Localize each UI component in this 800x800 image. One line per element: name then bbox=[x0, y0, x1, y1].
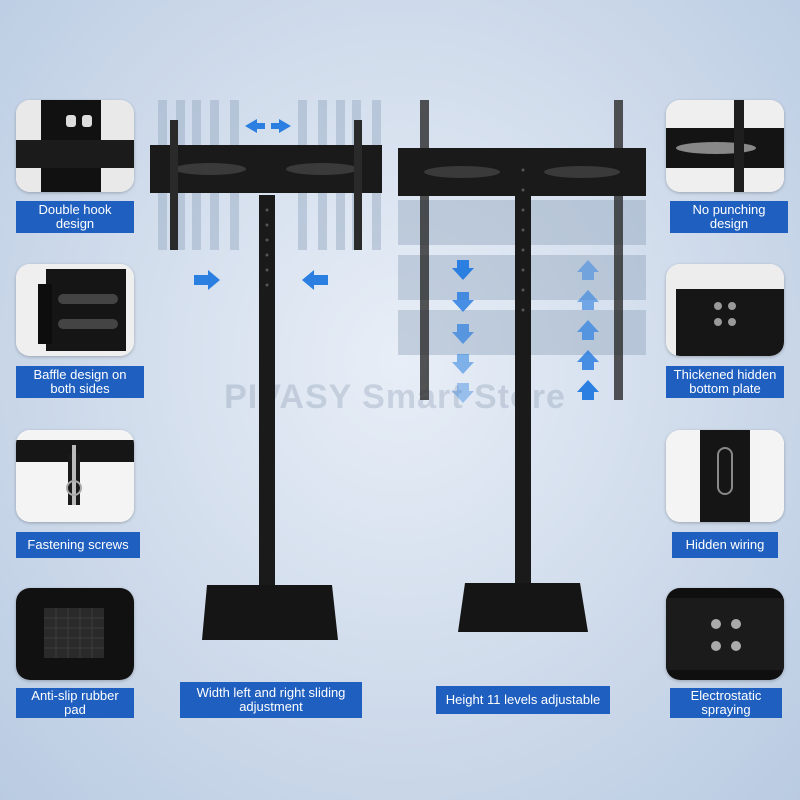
feature-label-electrostatic: Electrostatic spraying bbox=[670, 688, 782, 718]
feature-label-baffle: Baffle design on both sides bbox=[16, 366, 144, 398]
double-hook-photo bbox=[16, 100, 134, 192]
feature-label-hidden-wiring: Hidden wiring bbox=[672, 532, 778, 558]
feature-label-double-hook: Double hook design bbox=[16, 201, 134, 233]
feature-label-no-punching: No punching design bbox=[670, 201, 788, 233]
baffle-photo bbox=[16, 264, 134, 356]
bracket-photo bbox=[666, 100, 784, 192]
bottom-plate-photo bbox=[666, 264, 784, 356]
screw-photo bbox=[16, 430, 134, 522]
feature-label-screws: Fastening screws bbox=[16, 532, 140, 558]
width-adjust-caption: Width left and right sliding adjustment bbox=[180, 682, 362, 718]
feature-label-bottom-plate: Thickened hidden bottom plate bbox=[666, 366, 784, 398]
feature-label-rubber-pad: Anti-slip rubber pad bbox=[16, 688, 134, 718]
right-stand bbox=[398, 100, 646, 632]
wiring-slot-photo bbox=[666, 430, 784, 522]
rubber-pad-photo bbox=[16, 588, 134, 680]
left-stand bbox=[150, 100, 382, 640]
watermark-text: PIVASY Smart Store bbox=[224, 378, 566, 416]
base-plate-photo bbox=[666, 588, 784, 680]
height-adjust-caption: Height 11 levels adjustable bbox=[436, 686, 610, 714]
